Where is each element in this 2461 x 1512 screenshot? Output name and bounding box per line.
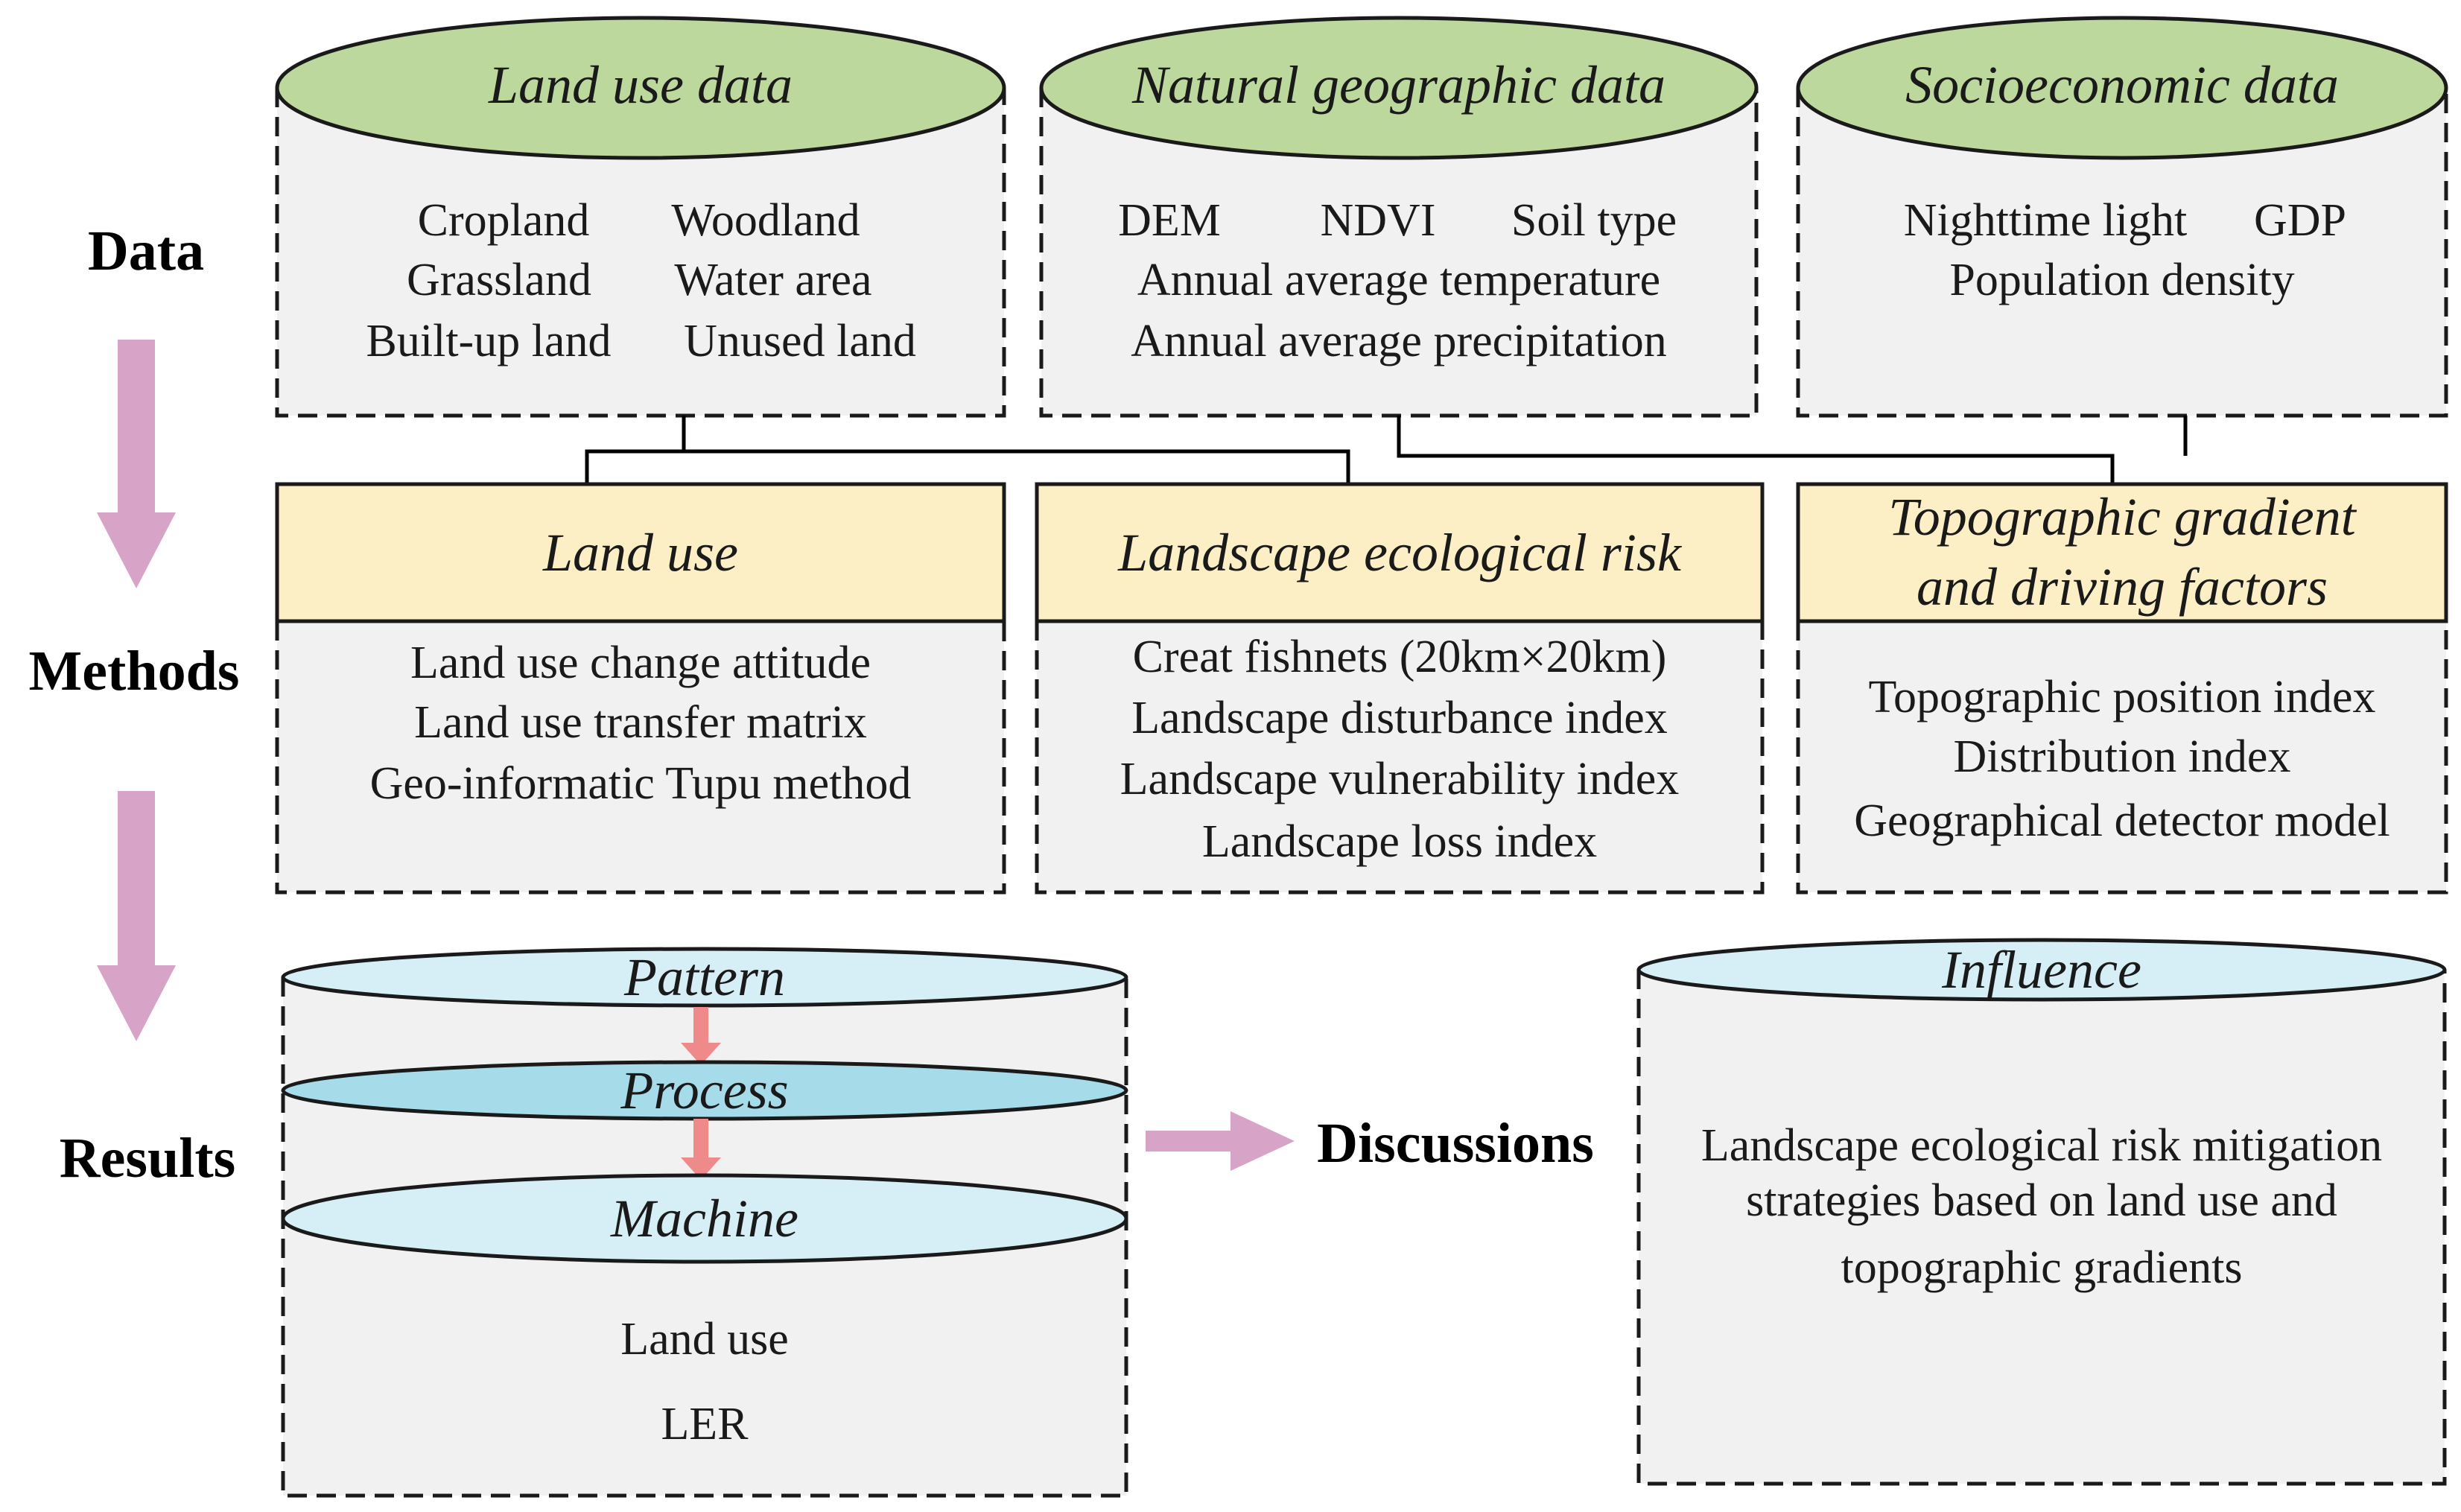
connector-lines [585,416,2188,484]
arrow-process-to-machine [681,1119,721,1180]
method-land-use-item-1: Land use change attitude [410,638,871,688]
results-item-land-use: Land use [620,1314,789,1365]
method-ler-item-1: Creat fishnets (20km×20km) [1133,632,1667,682]
results-machine-label: Machine [610,1189,798,1248]
item-gdp: GDP [2254,195,2346,246]
method-land-use-item-3: Geo-informatic Tupu method [370,758,912,809]
method-ler-item-3: Landscape vulnerability index [1120,754,1680,804]
item-grassland: Grassland [407,255,591,305]
results-process-label: Process [620,1061,788,1120]
results-pattern-label: Pattern [623,947,785,1007]
socio-data-title: Socioeconomic data [1905,55,2339,115]
method-box-land-use: Land use Land use change attitude Land u… [275,482,1006,895]
item-ndvi: NDVI [1321,195,1436,246]
item-cropland: Cropland [418,195,590,246]
item-water-area: Water area [674,255,871,305]
arrow-pattern-to-process [681,1007,721,1065]
item-unused-land: Unused land [684,316,916,366]
natural-data-title: Natural geographic data [1131,55,1665,115]
method-box-ler: Landscape ecological risk Creat fishnets… [1035,482,1765,895]
data-cylinder-natural-geographic: Natural geographic data DEM NDVI Soil ty… [1039,16,1759,418]
item-dem: DEM [1118,195,1221,246]
data-cylinder-socioeconomic: Socioeconomic data Nighttime light GDP P… [1796,16,2448,418]
method-ler-title: Landscape ecological risk [1117,523,1683,582]
influence-title: Influence [1941,940,2141,1000]
item-population-density: Population density [1949,255,2294,305]
method-topo-title-line2: and driving factors [1917,557,2328,617]
down-arrow-methods-to-results [97,791,176,1041]
discussions-label: Discussions [1317,1112,1594,1175]
item-annual-precipitation: Annual average precipitation [1131,316,1667,366]
method-topo-title-line1: Topographic gradient [1888,487,2357,547]
results-item-ler: LER [661,1399,749,1449]
method-ler-item-2: Landscape disturbance index [1131,693,1668,743]
influence-text-line2: strategies based on land use and [1746,1175,2337,1226]
results-cylinder: Pattern Process Machine Land use LER [281,947,1128,1498]
row-label-methods: Methods [29,640,240,702]
item-annual-temperature: Annual average temperature [1137,255,1660,305]
method-topo-item-3: Geographical detector model [1854,795,2390,846]
method-box-topographic: Topographic gradient and driving factors… [1796,482,2448,895]
land-use-data-title: Land use data [488,55,793,115]
down-arrow-data-to-methods [97,340,176,588]
method-topo-item-2: Distribution index [1954,731,2291,782]
influence-cylinder: Influence Landscape ecological risk miti… [1636,938,2447,1486]
arrow-results-to-discussions [1146,1111,1295,1171]
row-label-data: Data [88,220,204,282]
row-label-results: Results [60,1127,235,1189]
method-land-use-title: Land use [542,523,738,582]
data-cylinder-land-use: Land use data Cropland Woodland Grasslan… [275,16,1006,418]
item-soil-type: Soil type [1511,195,1677,246]
method-land-use-item-2: Land use transfer matrix [414,697,867,748]
item-built-up-land: Built-up land [366,316,612,366]
influence-text-line1: Landscape ecological risk mitigation [1701,1120,2382,1171]
method-topo-item-1: Topographic position index [1868,672,2375,722]
influence-text-line3: topographic gradients [1841,1242,2243,1293]
method-ler-item-4: Landscape loss index [1202,816,1597,867]
item-nighttime-light: Nighttime light [1904,195,2188,246]
item-woodland: Woodland [671,195,860,246]
